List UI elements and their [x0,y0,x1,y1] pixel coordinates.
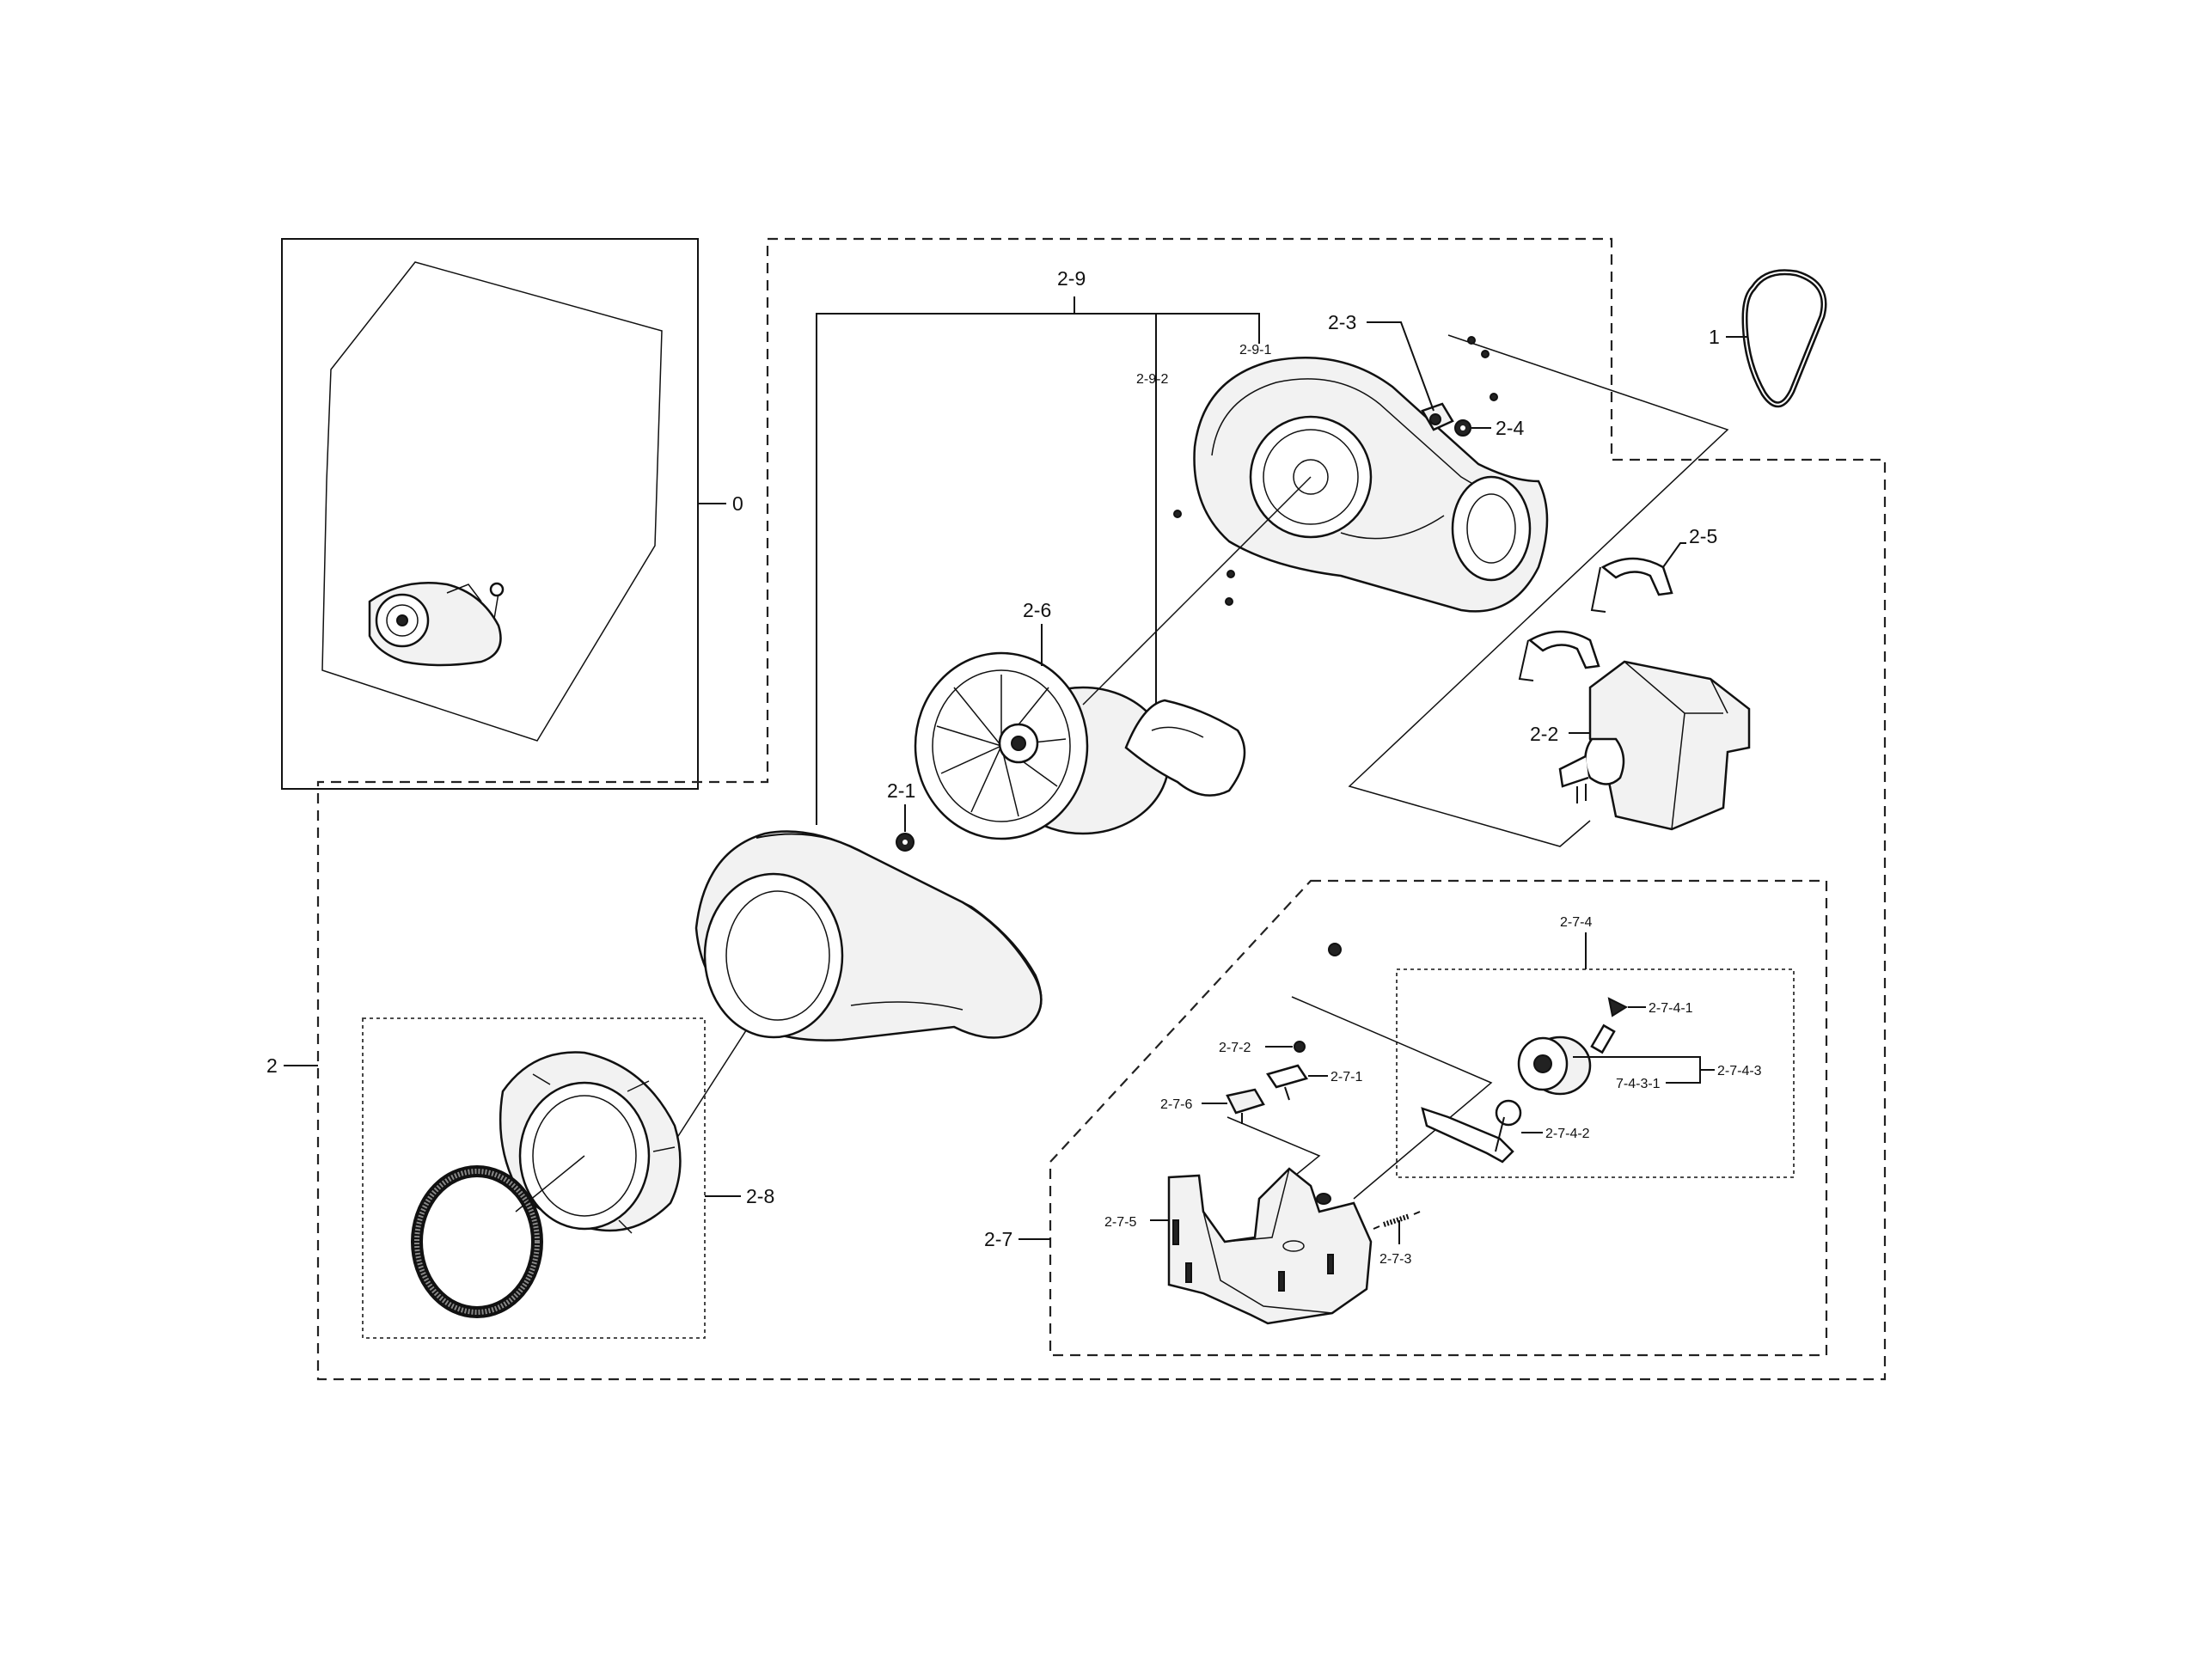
label-2-7-4-3: 2-7-4-3 [1717,1064,1762,1078]
callout-2-3: 2-3 [1328,311,1435,412]
label-2-7-6: 2-7-6 [1160,1097,1192,1112]
assembly-axis-upper [1082,476,1312,706]
group-2-8-boundary [362,1017,706,1339]
label-2-8: 2-8 [746,1185,774,1207]
callout-2-8: 2-8 [705,1185,774,1207]
label-2-9: 2-9 [1057,267,1086,290]
label-2-7-2: 2-7-2 [1219,1041,1251,1055]
bracket-2-3-part [1421,336,1498,431]
callout-2-7-3: 2-7-3 [1379,1220,1411,1267]
callout-2-4: 2-4 [1471,417,1524,439]
screw-2-7-2-part [1294,1041,1306,1053]
callout-2-6: 2-6 [1023,599,1051,666]
callout-2-7-6: 2-7-6 [1160,1097,1227,1112]
label-2-7-1: 2-7-1 [1331,1070,1362,1084]
mounting-bracket-frame-part [1167,1167,1373,1325]
clip-2-7-6-part [1226,1088,1265,1124]
callout-2-9: 2-9 [816,267,1260,825]
callout-2-7-4-1: 2-7-4-1 [1628,1001,1693,1016]
callout-2-5: 2-5 [1662,525,1717,568]
front-blower-housing-part [694,830,1043,1042]
duct-seal-2-9-2-part [1124,699,1246,797]
label-1: 1 [1709,326,1720,348]
label-0: 0 [732,492,743,515]
motor-mounting-plane [1348,334,1729,847]
group-2-7-boundary [1049,879,1828,1357]
label-2-6: 2-6 [1023,599,1051,621]
label-2-7-4: 2-7-4 [1560,915,1592,930]
overview-drive-unit-icon [368,581,505,667]
label-2-7-4-1: 2-7-4-1 [1649,1001,1693,1016]
idler-arm-part [1421,1099,1522,1164]
callout-2-7-2: 2-7-2 [1219,1041,1293,1055]
bracket-2-7-1-part [1266,1064,1308,1101]
label-2-4: 2-4 [1496,417,1524,439]
blower-impeller-part [914,651,1171,840]
callout-2-2: 2-2 [1530,723,1590,745]
callout-0: 0 [698,492,743,515]
belt-part [1741,269,1827,408]
idler-pulley-part [1517,1035,1592,1096]
callout-2-1: 2-1 [887,779,915,832]
label-2-7-3: 2-7-3 [1379,1252,1411,1267]
callout-2-7-1: 2-7-1 [1308,1070,1362,1084]
label-2-5: 2-5 [1689,525,1717,547]
callout-2-7-5: 2-7-5 [1104,1215,1169,1230]
part-2-7-4-1 [1590,997,1629,1054]
nut-2-1-part [896,833,915,852]
label-7-4-3-1: 7-4-3-1 [1616,1077,1661,1091]
screw-part [1328,943,1342,956]
callout-2-7-4: 2-7-4 [1560,915,1592,969]
group-2-boundary [316,237,1887,1381]
callout-2-9-1: 2-9-1 [1239,343,1271,357]
label-2-9-1: 2-9-1 [1239,343,1271,357]
callout-2-7-4-2: 2-7-4-2 [1521,1127,1590,1141]
label-2-1: 2-1 [887,779,915,802]
label-2-3: 2-3 [1328,311,1356,333]
motor-clips-part [1518,557,1673,681]
label-2-2: 2-2 [1530,723,1558,745]
label-2-7-4-2: 2-7-4-2 [1545,1127,1590,1141]
label-2: 2 [266,1054,278,1077]
label-2-9-2: 2-9-2 [1136,372,1168,387]
nut-2-4-part [1454,419,1471,437]
tension-spring-part [1373,1211,1421,1230]
drive-motor-part [1558,660,1751,831]
assembly-overview [281,238,699,790]
label-2-7-5: 2-7-5 [1104,1215,1136,1230]
callout-1: 1 [1709,326,1748,348]
callout-2-7: 2-7 [984,1228,1050,1250]
label-2-7: 2-7 [984,1228,1012,1250]
callout-2-9-2: 2-9-2 [1136,372,1168,387]
front-seal-gasket-part [411,1165,543,1318]
callout-2: 2 [266,1054,318,1077]
callout-2-7-4-3: 2-7-4-3 7-4-3-1 [1573,1056,1762,1091]
